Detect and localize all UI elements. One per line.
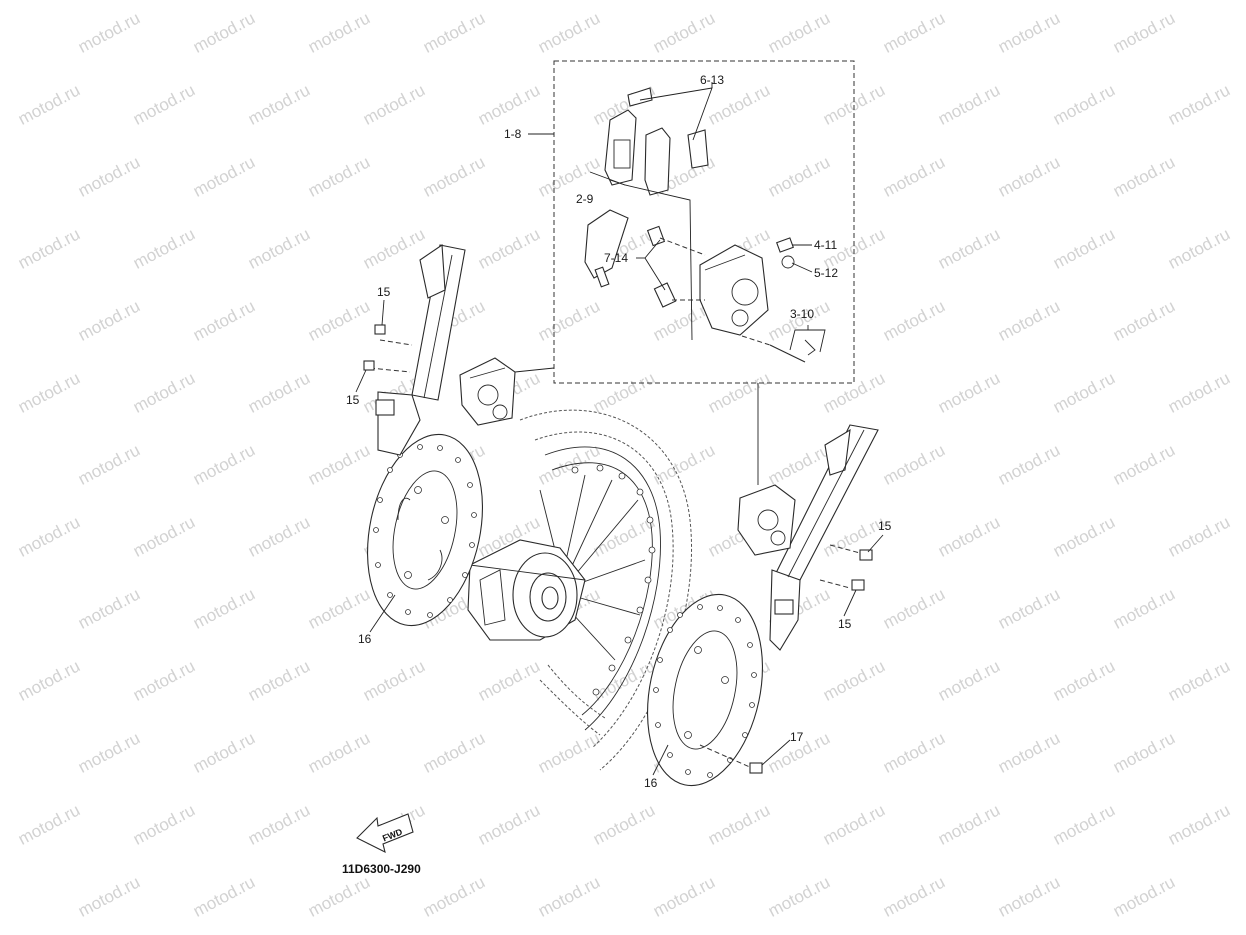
brake-pad-spring — [627, 87, 709, 169]
callout-15-top-left: 15 — [377, 285, 391, 299]
pad-pin — [769, 339, 816, 363]
wheel-hub — [467, 539, 586, 641]
caliper-left — [459, 357, 516, 426]
callout-labels: 6-13 1-8 2-9 4-11 7-14 5-12 3-10 15 15 1… — [346, 73, 892, 790]
brake-pads — [604, 109, 671, 196]
callout-6-13: 6-13 — [700, 73, 724, 87]
slide-pins — [646, 225, 677, 308]
bolt-17 — [749, 762, 763, 774]
bolt-15-top-left — [374, 324, 386, 335]
callout-15-bottom-left: 15 — [346, 393, 360, 407]
callout-3-10: 3-10 — [790, 307, 814, 321]
callout-4-11: 4-11 — [814, 238, 837, 252]
bolt-15-bottom-left — [363, 360, 375, 371]
bleed-screw — [776, 237, 795, 269]
fork-leg-right — [769, 424, 879, 651]
fwd-arrow-icon: FWD — [356, 813, 414, 854]
bolt-15-top-right — [859, 549, 873, 561]
brake-disc-right — [646, 593, 764, 787]
callout-15-bottom-right: 15 — [838, 617, 852, 631]
callout-16-left: 16 — [358, 632, 372, 646]
brake-disc-left — [366, 433, 484, 627]
callout-16-right: 16 — [644, 776, 658, 790]
leader-lines — [355, 82, 884, 776]
front-wheel — [519, 409, 693, 771]
caliper-right — [737, 484, 796, 556]
callout-2-9: 2-9 — [576, 192, 594, 206]
callout-7-14: 7-14 — [604, 251, 628, 265]
fork-leg-left — [375, 244, 466, 456]
caliper-bracket — [584, 209, 629, 288]
diagram-code: 11D6300-J290 — [342, 862, 421, 876]
caliper-assembly-box — [553, 60, 855, 384]
callout-5-12: 5-12 — [814, 266, 838, 280]
bolt-15-bottom-right — [851, 579, 865, 591]
callout-17: 17 — [790, 730, 804, 744]
caliper-body-exploded — [699, 244, 769, 336]
callout-1-8: 1-8 — [504, 127, 522, 141]
callout-15-top-right: 15 — [878, 519, 892, 533]
